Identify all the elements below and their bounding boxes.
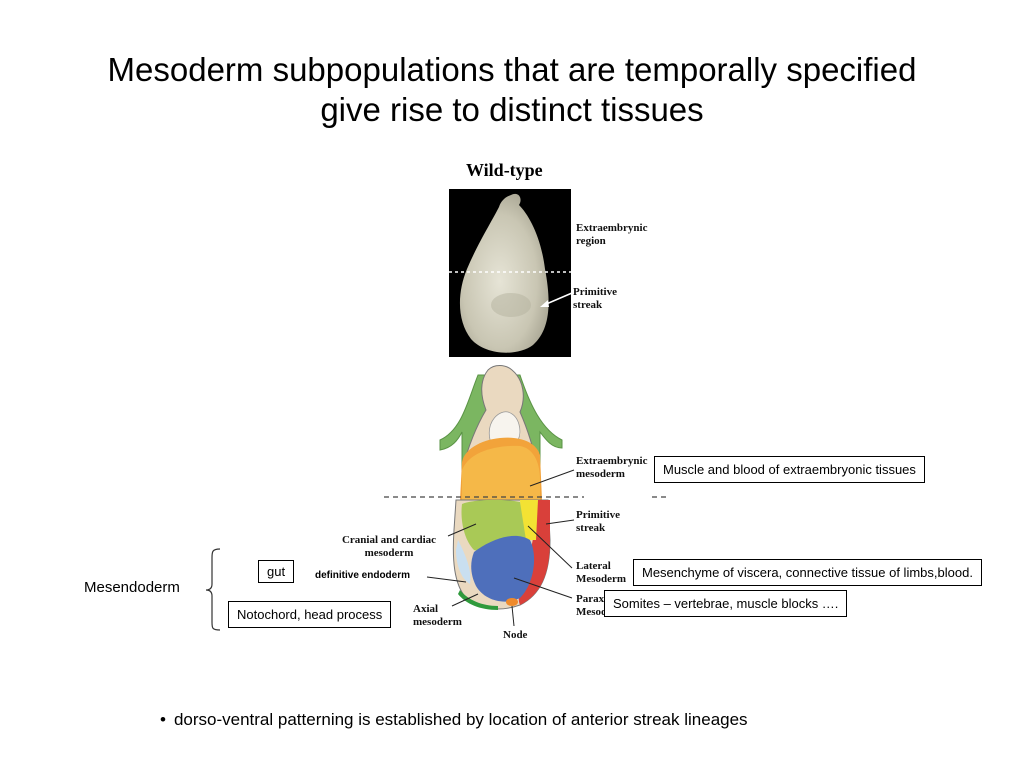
slide-title: Mesoderm subpopulations that are tempora…: [0, 50, 1024, 130]
leader-node: [511, 605, 515, 627]
figure-heading: Wild-type: [466, 160, 543, 180]
photo-label-primitive-streak: Primitive streak: [573, 286, 617, 312]
annotation-axial-fate: Notochord, head process: [228, 601, 392, 628]
bullet-point: • dorso-ventral patterning is established…: [160, 710, 748, 730]
label-extraembryonic-mesoderm: Extraembrynic mesoderm: [576, 455, 647, 481]
definitive-endoderm-region: [456, 540, 471, 584]
annotation-gut: gut: [258, 560, 295, 583]
leader-definitive-endoderm: [426, 576, 467, 583]
label-lateral-line1: Lateral: [576, 560, 611, 572]
mesendoderm-brace: [205, 548, 221, 631]
label-cranial-line2: mesoderm: [364, 547, 414, 559]
photo-label-extraembryonic-line1: Extraembrynic: [576, 222, 648, 234]
extraembryonic-mesoderm-highlight: [462, 445, 540, 500]
mesendoderm-label: Mesendoderm: [84, 579, 180, 596]
label-primitive-streak-line2: streak: [576, 522, 606, 534]
annotation-lateral-fate: Mesenchyme of viscera, connective tissue…: [633, 559, 982, 586]
label-cranial-line1: Cranial and cardiac: [341, 534, 437, 546]
amniotic-cavity: [488, 411, 521, 441]
bullet-dot: •: [160, 710, 166, 729]
photo-arrow: [543, 292, 573, 306]
photo-label-primitive-line2: streak: [573, 299, 603, 311]
label-extraembryonic-mesoderm-line2: mesoderm: [576, 468, 625, 480]
photo-label-extraembryonic-line2: region: [576, 235, 606, 247]
node-region: [506, 598, 518, 606]
annotation-definitive-endoderm: definitive endoderm: [315, 570, 411, 581]
leader-lateral: [527, 525, 573, 569]
photo-label-extraembryonic: Extraembrynic region: [576, 222, 647, 248]
leader-axial: [451, 593, 479, 607]
label-axial-line2: mesoderm: [413, 616, 462, 628]
label-axial-line1: Axial: [413, 603, 439, 615]
leader-extraembryonic: [529, 469, 575, 487]
label-primitive-streak: Primitive streak: [576, 509, 620, 535]
embryo-photo: [449, 189, 571, 357]
bullet-text: dorso-ventral patterning is established …: [173, 710, 748, 729]
annotation-extraembryonic-tissues: Muscle and blood of extraembryonic tissu…: [654, 456, 925, 483]
paraxial-mesoderm-region: [471, 535, 535, 602]
annotation-paraxial-fate: Somites – vertebrae, muscle blocks ….: [604, 590, 848, 617]
label-cranial-cardiac-mesoderm: Cranial and cardiac mesoderm: [339, 534, 439, 560]
leader-paraxial: [513, 577, 573, 599]
leader-primitive-streak: [545, 519, 575, 525]
label-lateral-mesoderm: Lateral Mesoderm: [576, 560, 626, 586]
label-lateral-line2: Mesoderm: [576, 573, 627, 585]
photo-arrow-head: [540, 300, 549, 307]
label-axial-mesoderm: Axial mesoderm: [413, 603, 462, 629]
slide-title-line-1: Mesoderm subpopulations that are tempora…: [107, 51, 917, 88]
slide-title-line-2: give rise to distinct tissues: [320, 91, 704, 128]
label-node: Node: [503, 629, 528, 641]
photo-label-primitive-line1: Primitive: [573, 286, 617, 298]
primitive-streak-region: [520, 500, 538, 540]
label-extraembryonic-mesoderm-line1: Extraembrynic: [576, 455, 648, 467]
leader-cranial: [447, 523, 477, 537]
label-primitive-streak-line1: Primitive: [576, 509, 620, 521]
